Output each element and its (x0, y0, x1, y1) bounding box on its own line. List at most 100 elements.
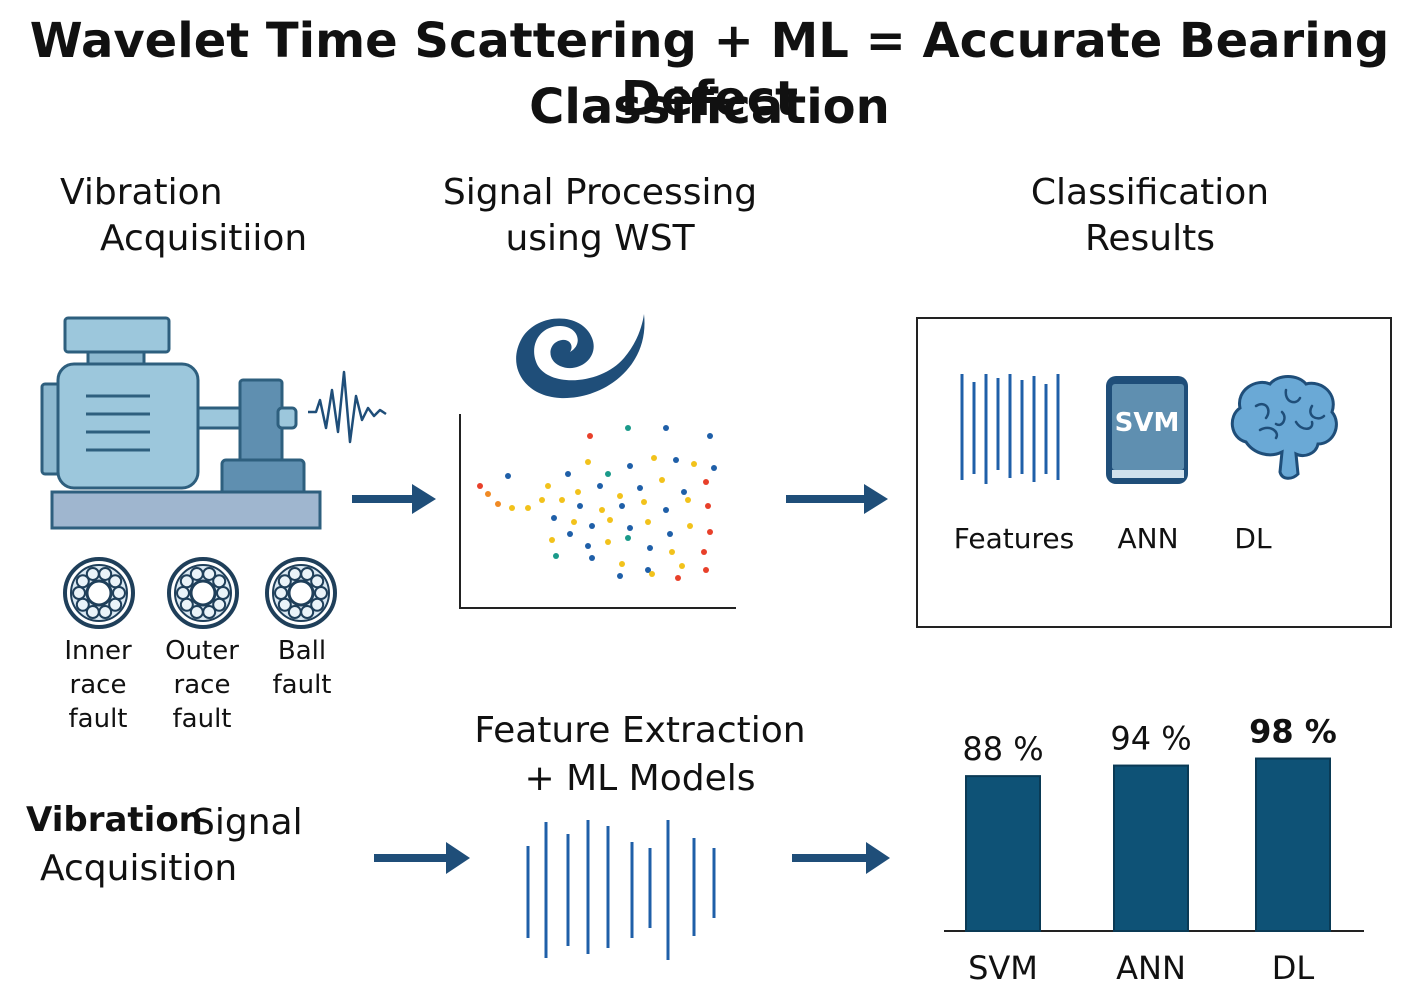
bearing-icon (167, 557, 239, 629)
scatter-point (663, 425, 669, 431)
scatter-point (675, 575, 681, 581)
scatter-point (525, 505, 531, 511)
scatter-point (619, 503, 625, 509)
fault-outer-line2: race (173, 670, 231, 700)
category-label-svm: SVM (968, 949, 1038, 987)
value-label-dl: 98 % (1249, 713, 1337, 751)
vibration-wave-icon (308, 370, 387, 444)
feature-lines-icon (526, 820, 716, 960)
scatter-point (485, 491, 491, 497)
scatter-point (625, 535, 631, 541)
scatter-point (509, 505, 515, 511)
scatter-point (559, 497, 565, 503)
scatter-point (585, 459, 591, 465)
scatter-point (605, 539, 611, 545)
features-label: Features (953, 522, 1075, 555)
scatter-point (641, 499, 647, 505)
svm-book-label: SVM (1114, 408, 1180, 438)
processing-heading-line2: using WST (505, 218, 695, 259)
scatter-point (707, 433, 713, 439)
category-label-ann: ANN (1116, 949, 1186, 987)
bearing-icon (265, 557, 337, 629)
scatter-point (549, 537, 555, 543)
category-label-dl: DL (1272, 949, 1315, 987)
book-icon (1106, 376, 1188, 484)
fault-label-outer: Outer race fault (152, 634, 252, 736)
fault-outer-line3: fault (172, 704, 232, 734)
scatter-point (575, 489, 581, 495)
results-heading-line2: Results (1085, 218, 1215, 259)
scatter-point (703, 479, 709, 485)
scatter-point (659, 477, 665, 483)
scatter-point (681, 489, 687, 495)
scatter-point (553, 553, 559, 559)
scatter-point (637, 485, 643, 491)
bearing-icon (63, 557, 135, 629)
results-box (916, 317, 1392, 628)
scatter-point (577, 503, 583, 509)
ann-label: ANN (1117, 522, 1179, 555)
fault-label-inner: Inner race fault (48, 634, 148, 736)
scatter-point (647, 545, 653, 551)
scatter-point (589, 523, 595, 529)
scatter-point (617, 573, 623, 579)
extraction-heading-line1: Feature Extraction (474, 710, 806, 751)
scatter-point (705, 503, 711, 509)
scatter-point (711, 465, 717, 471)
scatter-point (545, 483, 551, 489)
scatter-point (667, 531, 673, 537)
scatter-point (679, 563, 685, 569)
scatter-point (571, 519, 577, 525)
scatter-point (625, 425, 631, 431)
scatter-point (645, 519, 651, 525)
scatter-point (649, 571, 655, 577)
scatter-point (627, 525, 633, 531)
accuracy-bar-chart: 88 % SVM 94 % ANN 98 % DL (944, 713, 1364, 987)
scatter-point (617, 493, 623, 499)
arrow-right-icon (786, 484, 888, 514)
scatter-point (619, 561, 625, 567)
fault-inner-line1: Inner (64, 636, 132, 666)
page-title: Wavelet Time Scattering + ML = Accurate … (29, 13, 1390, 127)
scatter-point (607, 517, 613, 523)
fault-inner-line2: race (69, 670, 127, 700)
signal-word2: Signal (192, 802, 303, 843)
scatter-point (685, 497, 691, 503)
scatter-point (673, 457, 679, 463)
scatter-point (551, 515, 557, 521)
feature-lines-icon (960, 374, 1060, 484)
scatter-point (691, 461, 697, 467)
page-title-line2: Classification (529, 79, 890, 135)
scatter-point (477, 483, 483, 489)
scatter-point (597, 483, 603, 489)
bar-dl (1255, 757, 1331, 932)
scatter-point (505, 473, 511, 479)
fault-ball-line2: fault (272, 670, 332, 700)
scatter-point (539, 497, 545, 503)
fault-inner-line3: fault (68, 704, 128, 734)
bar-ann (1113, 764, 1189, 932)
arrow-right-icon (374, 842, 470, 874)
value-label-ann: 94 % (1110, 720, 1191, 758)
dl-label: DL (1234, 522, 1272, 555)
scatter-point (663, 507, 669, 513)
scatter-point (707, 529, 713, 535)
scatter-point (645, 567, 651, 573)
swirl-icon (516, 314, 645, 399)
fault-label-ball: Ball fault (252, 634, 352, 702)
results-heading-line1: Classification (1030, 172, 1270, 213)
brain-icon (1230, 375, 1338, 480)
scatter-plot-icon (459, 414, 736, 609)
scatter-point (669, 549, 675, 555)
arrow-right-icon (792, 842, 890, 874)
extraction-heading-line2: + ML Models (524, 758, 756, 799)
signal-word1: Vibration (26, 800, 203, 840)
acquisition-heading-line2: Acquisitiion (100, 218, 308, 259)
processing-heading-line1: Signal Processing (442, 172, 758, 213)
scatter-point (599, 507, 605, 513)
scatter-point (703, 567, 709, 573)
scatter-point (495, 501, 501, 507)
scatter-point (587, 433, 593, 439)
value-label-svm: 88 % (962, 730, 1043, 768)
scatter-point (687, 523, 693, 529)
